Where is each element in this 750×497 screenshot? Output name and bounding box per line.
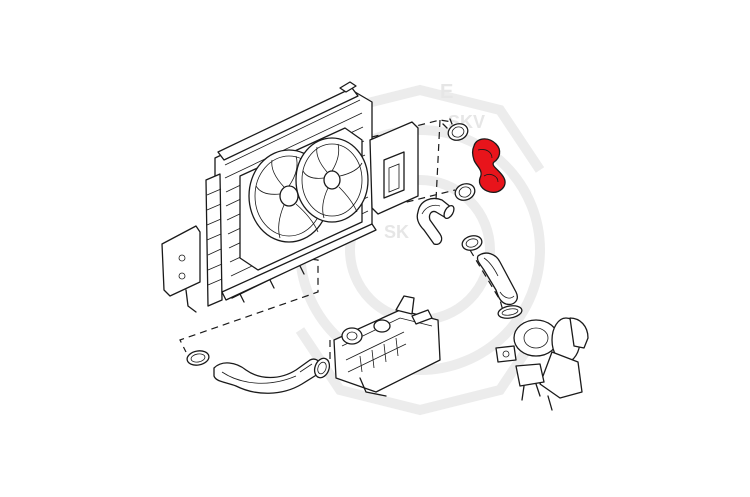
elbow-pipe: [416, 197, 455, 246]
turbo-intake-hose: [476, 252, 518, 306]
radiator-fan-assembly: [161, 81, 419, 313]
intake-manifold: [333, 295, 441, 397]
lower-right-clamp: [313, 357, 331, 379]
turbocharger: [495, 317, 589, 411]
highlighted-red-hose: [471, 138, 506, 193]
lower-intercooler-hose: [213, 358, 322, 394]
turbo-hose-clamp: [497, 305, 523, 319]
fan-right: [295, 137, 369, 223]
elbow-clamp: [461, 235, 483, 251]
lower-left-clamp: [186, 350, 210, 366]
watermark-text-side: SK: [384, 222, 409, 242]
upper-hose-clamp: [442, 118, 469, 141]
middle-hose-clamp: [454, 183, 476, 201]
watermark-text-top: E: [440, 81, 453, 103]
